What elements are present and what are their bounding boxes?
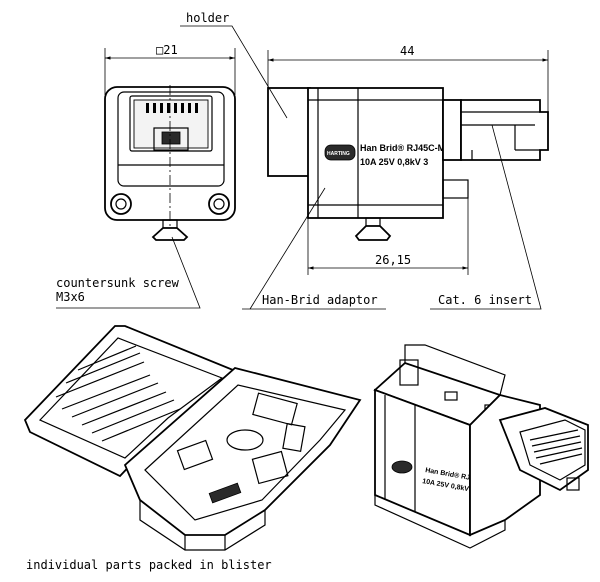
label-han-brid-adaptor: Han-Brid adaptor <box>262 293 378 307</box>
mounting-hole-left <box>110 193 132 215</box>
dimension-square: □21 <box>156 43 178 57</box>
holder-part <box>267 87 311 177</box>
marking-line-2: 10A 25V 0,8kV 3 <box>360 157 428 167</box>
side-view: 44 HARTING Han Brid® RJ45C-M 10A 25V 0,8… <box>267 44 549 275</box>
dimension-length: 44 <box>400 44 414 58</box>
rj45-contacts <box>146 103 198 113</box>
countersunk-screw-front <box>151 219 189 241</box>
blister-package-drawing <box>23 325 362 551</box>
countersunk-screw-side <box>354 217 392 241</box>
logo-text: HARTING <box>327 151 350 157</box>
blister-lid-ribs <box>55 345 181 442</box>
cat6-insert-part <box>442 99 549 161</box>
iso-rj45-contacts <box>529 429 583 465</box>
label-blister: individual parts packed in blister <box>26 558 272 572</box>
label-holder: holder <box>186 11 229 25</box>
mounting-hole-right <box>208 193 230 215</box>
isometric-connector-drawing: Han Brid® RJ45C-M 10A 25V 0,8kV 3 <box>373 344 589 549</box>
label-countersunk-screw: countersunk screw <box>56 276 180 290</box>
callouts: holder countersunk screw M3x6 Han-Brid a… <box>56 11 542 310</box>
marking-line-1: Han Brid® RJ45C-M <box>360 143 445 153</box>
dimension-depth: 26,15 <box>375 253 411 267</box>
label-countersunk-screw-size: M3x6 <box>56 290 85 304</box>
label-cat6-insert: Cat. 6 insert <box>438 293 532 307</box>
front-view: □21 <box>104 43 236 241</box>
